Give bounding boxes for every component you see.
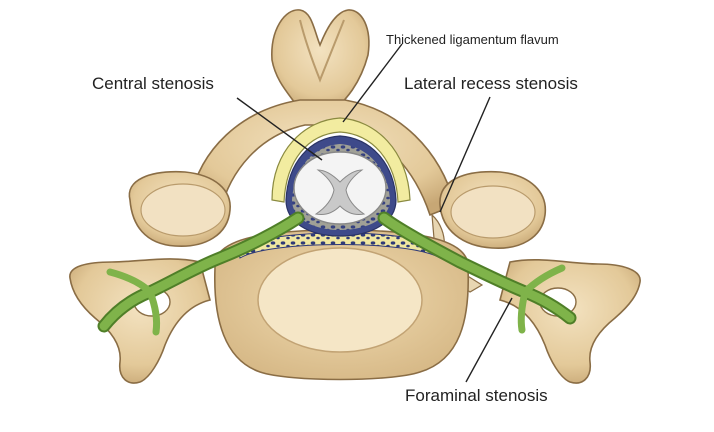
spinous-process (271, 9, 370, 111)
left-articular-process (128, 170, 231, 247)
label-lateral-recess-stenosis: Lateral recess stenosis (404, 74, 578, 93)
label-thickened-ligamentum-flavum: Thickened ligamentum flavum (386, 32, 559, 47)
label-foraminal-stenosis: Foraminal stenosis (405, 386, 548, 405)
vertebral-body (213, 229, 470, 381)
left-nerve-root (97, 211, 305, 336)
right-articular-process (431, 170, 547, 293)
right-nerve-root (377, 211, 577, 334)
leader-line-foraminal (465, 297, 513, 383)
leader-line-ligamentum (342, 43, 403, 123)
leader-line-central (236, 97, 323, 161)
leader-line-lateral (439, 96, 491, 213)
label-central-stenosis: Central stenosis (92, 74, 214, 93)
leader-lines (236, 43, 513, 383)
ligamentum-flavum (271, 117, 411, 203)
spinal-cord (293, 151, 387, 225)
